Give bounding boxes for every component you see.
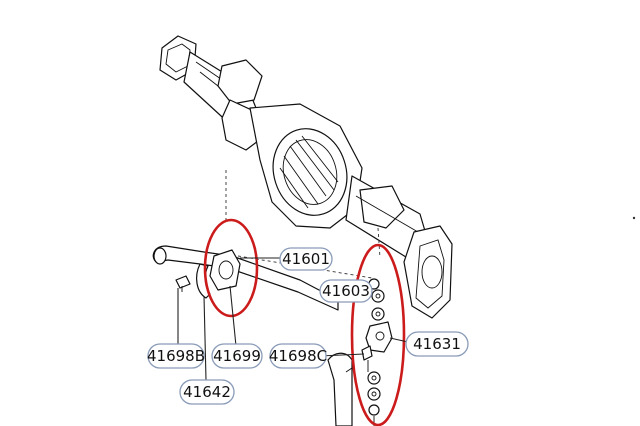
- leader-41698c: [319, 353, 365, 357]
- callout-label: 41603: [322, 282, 370, 300]
- callout-41601[interactable]: 41601: [279, 247, 333, 271]
- callout-label: 41631: [413, 335, 461, 353]
- callout-label: 41642: [183, 383, 231, 401]
- callout-41603[interactable]: 41603: [319, 279, 373, 303]
- callout-41699[interactable]: 41699: [211, 343, 263, 369]
- callout-label: 41601: [282, 250, 330, 268]
- callout-label: 41699: [213, 347, 261, 365]
- dashed-reference-line: [377, 227, 381, 259]
- leader-41699: [229, 285, 237, 347]
- leader-41631: [389, 337, 409, 343]
- highlight-circle-bushing: [203, 218, 259, 318]
- callout-41698c[interactable]: 41698C: [269, 343, 327, 369]
- callout-label: 41698B: [147, 347, 205, 365]
- right-link-hardware: [361, 278, 393, 426]
- callout-41631[interactable]: 41631: [405, 331, 469, 357]
- callout-41642[interactable]: 41642: [179, 379, 235, 405]
- callout-41698b[interactable]: 41698B: [147, 343, 205, 369]
- leader-41642: [203, 295, 207, 381]
- callout-label: 41698C: [269, 347, 327, 365]
- stray-mark: [632, 216, 636, 220]
- axle-housing: [159, 35, 453, 319]
- highlight-circle-link: [350, 243, 406, 426]
